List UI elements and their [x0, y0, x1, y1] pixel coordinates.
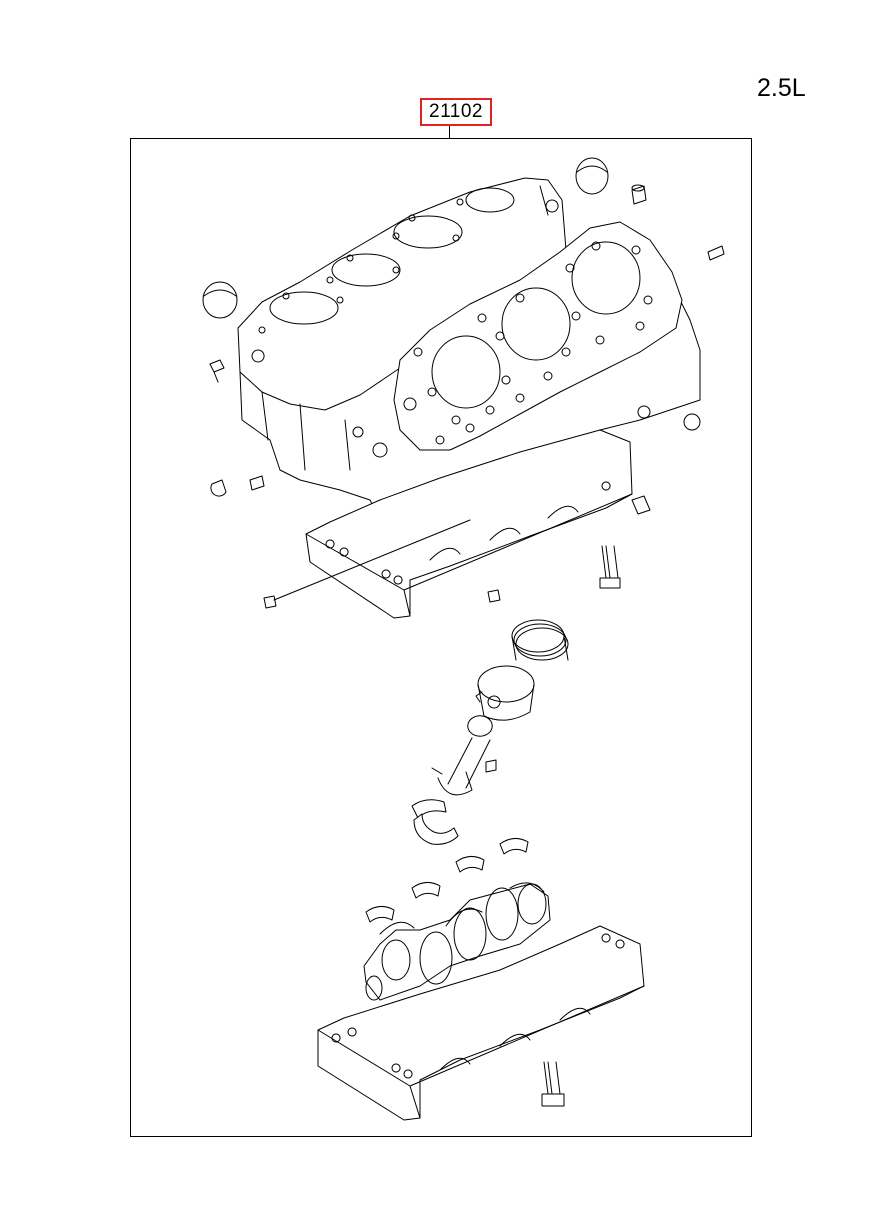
crankshaft	[364, 883, 550, 1000]
head-bolt-holes	[259, 199, 652, 444]
assembly-frame	[130, 138, 752, 1137]
loose-fittings	[203, 158, 724, 608]
piston-assembly	[412, 620, 568, 844]
lower-main-bearing-frame	[318, 926, 644, 1120]
part-number-callout-21102[interactable]: 21102	[420, 98, 492, 126]
cylinder-block	[238, 178, 700, 540]
callout-leader-line	[449, 126, 450, 138]
engine-displacement-label: 2.5L	[757, 74, 806, 102]
upper-main-bearing-frame	[306, 430, 632, 618]
